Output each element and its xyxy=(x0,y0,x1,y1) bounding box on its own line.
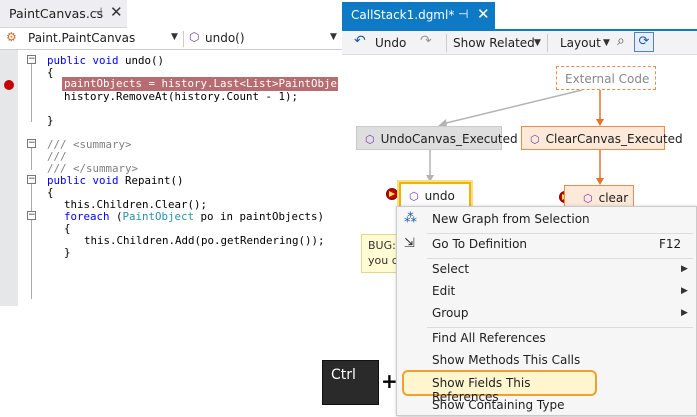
outline-line xyxy=(31,148,32,170)
edge-arrow xyxy=(438,119,447,127)
navigation-bar: ⚙ Paint.PaintCanvas ▼ ⬡ undo() ▼ xyxy=(0,28,342,50)
key-overlay xyxy=(138,288,201,352)
code-line[interactable]: { xyxy=(47,66,54,79)
chevron-down-icon[interactable]: ▼ xyxy=(330,32,337,42)
filter-icon[interactable]: ⌕ xyxy=(617,33,625,49)
graph-toolbar: ↶ Undo ↷ Show Related ▼ Layout ▼ ⌕ ⟳ xyxy=(342,31,697,55)
close-tab-icon[interactable]: ✕ xyxy=(110,3,123,21)
new-graph-icon: ⁂ xyxy=(404,211,417,226)
code-line[interactable]: foreach (PaintObject po in paintObjects) xyxy=(64,210,325,223)
code-line[interactable]: this.Children.Add(po.getRendering()); xyxy=(84,234,325,247)
method-icon: ⬡ xyxy=(409,190,419,203)
code-line[interactable]: paintObjects = history.Last<List>PaintOb… xyxy=(64,77,383,90)
node-undocanvas-executed[interactable]: ⬡UndoCanvas_Executed xyxy=(356,126,518,150)
pin-icon[interactable]: ⊣ xyxy=(92,5,103,19)
menu-item-find-all-references[interactable]: Find All References xyxy=(432,331,546,345)
node-clearcanvas-executed[interactable]: ⬡ClearCanvas_Executed xyxy=(521,126,683,150)
node-clear[interactable]: ⬡clear xyxy=(564,185,634,207)
code-editor[interactable]: PaintCanvas.cs ⊣ ✕ ⚙ Paint.PaintCanvas ▼… xyxy=(0,0,383,306)
chevron-down-icon[interactable]: ▼ xyxy=(171,32,178,42)
breakpoint-icon[interactable] xyxy=(4,80,14,90)
breakpoint-gutter[interactable] xyxy=(0,50,18,306)
submenu-arrow-icon: ▶ xyxy=(681,308,688,318)
menu-item-show-methods-this-calls[interactable]: Show Methods This Calls xyxy=(432,353,581,367)
breakpoint-icon[interactable] xyxy=(386,188,398,200)
menu-item-group[interactable]: Group ▶ xyxy=(432,306,688,320)
tab-title: CallStack1.dgml* xyxy=(351,8,455,22)
edge-arrow xyxy=(426,175,434,182)
redo-icon[interactable]: ↷ xyxy=(420,33,432,49)
edge-arrow xyxy=(596,119,604,126)
code-comment[interactable]: /// <summary> xyxy=(47,138,132,151)
current-statement-highlight[interactable]: paintObjects = history.Last<List>PaintOb… xyxy=(62,77,383,91)
menu-item-go-to-definition[interactable]: ⇲ Go To Definition F12 xyxy=(404,236,682,251)
node-external-code[interactable]: External Code xyxy=(556,66,656,90)
code-line[interactable]: } xyxy=(47,114,54,127)
layout-button[interactable]: Layout xyxy=(560,36,601,50)
go-to-definition-icon: ⇲ xyxy=(404,236,415,251)
key-overlay xyxy=(155,355,213,405)
comment-note[interactable]: BUG: you d xyxy=(361,234,401,273)
member-dropdown[interactable]: undo() xyxy=(205,31,245,45)
code-line[interactable]: { xyxy=(47,186,54,199)
submenu-arrow-icon: ▶ xyxy=(681,286,688,296)
plus-sign: + xyxy=(381,369,398,393)
menu-separator xyxy=(427,233,693,234)
type-dropdown[interactable]: Paint.PaintCanvas xyxy=(28,31,136,45)
code-line[interactable]: history.RemoveAt(history.Count - 1); xyxy=(64,90,299,103)
edge xyxy=(441,89,583,125)
pin-icon[interactable]: ⊣ xyxy=(458,7,469,21)
close-tab-icon[interactable]: ✕ xyxy=(477,5,490,23)
divider xyxy=(183,31,184,47)
undo-button[interactable]: Undo xyxy=(375,36,407,50)
menu-item-select[interactable]: Select ▶ xyxy=(432,262,688,276)
menu-item-show-containing-type[interactable]: Show Containing Type xyxy=(432,398,565,412)
chevron-down-icon[interactable]: ▼ xyxy=(603,38,610,48)
method-icon: ⬡ xyxy=(583,192,593,205)
undo-icon[interactable]: ↶ xyxy=(354,33,366,49)
collapse-icon[interactable]: − xyxy=(27,174,36,184)
code-line[interactable]: public void Repaint() xyxy=(47,174,184,187)
code-comment[interactable]: /// xyxy=(47,150,67,163)
method-icon: ⬡ xyxy=(189,30,200,44)
outline-line xyxy=(31,184,32,299)
chevron-down-icon[interactable]: ▼ xyxy=(534,38,541,48)
code-line[interactable]: { xyxy=(64,222,71,235)
tab-paintcanvas-cs[interactable]: PaintCanvas.cs ⊣ ✕ xyxy=(0,0,127,28)
refresh-icon[interactable]: ⟳ xyxy=(634,32,654,52)
graph-edges xyxy=(426,89,604,185)
divider xyxy=(547,34,548,52)
code-line[interactable]: } xyxy=(64,246,71,259)
key-overlay xyxy=(0,306,130,416)
collapse-icon[interactable]: − xyxy=(27,54,36,64)
edge-arrow xyxy=(596,178,604,185)
divider xyxy=(446,34,447,52)
method-icon: ⬡ xyxy=(530,133,540,146)
menu-item-new-graph-from-selection[interactable]: ⁂ New Graph from Selection xyxy=(404,211,590,226)
tab-callstack-dgml[interactable]: CallStack1.dgml* ⊣ ✕ xyxy=(342,2,495,29)
context-menu[interactable]: ⁂ New Graph from Selection ⇲ Go To Defin… xyxy=(396,206,697,416)
collapse-icon[interactable]: − xyxy=(27,210,36,220)
tab-underline xyxy=(342,29,697,31)
collapse-icon[interactable]: − xyxy=(27,138,36,148)
show-related-button[interactable]: Show Related xyxy=(453,36,535,50)
menu-separator xyxy=(427,327,693,328)
class-icon: ⚙ xyxy=(6,30,17,44)
code-line[interactable]: public void undo() xyxy=(47,54,165,67)
code-line[interactable]: this.Children.Clear(); xyxy=(64,198,208,211)
code-comment[interactable]: /// </summary> xyxy=(47,162,139,175)
tab-title: PaintCanvas.cs xyxy=(9,6,104,21)
menu-separator xyxy=(427,258,693,259)
key-overlay xyxy=(219,294,320,416)
menu-item-edit[interactable]: Edit ▶ xyxy=(432,284,688,298)
method-icon: ⬡ xyxy=(365,133,375,146)
menu-item-show-fields-this-references[interactable]: Show Fields This References xyxy=(402,370,597,404)
outline-line xyxy=(31,64,32,122)
ctrl-key: Ctrl xyxy=(322,360,379,405)
node-undo[interactable]: ⬡undo xyxy=(399,182,471,208)
submenu-arrow-icon: ▶ xyxy=(681,264,688,274)
